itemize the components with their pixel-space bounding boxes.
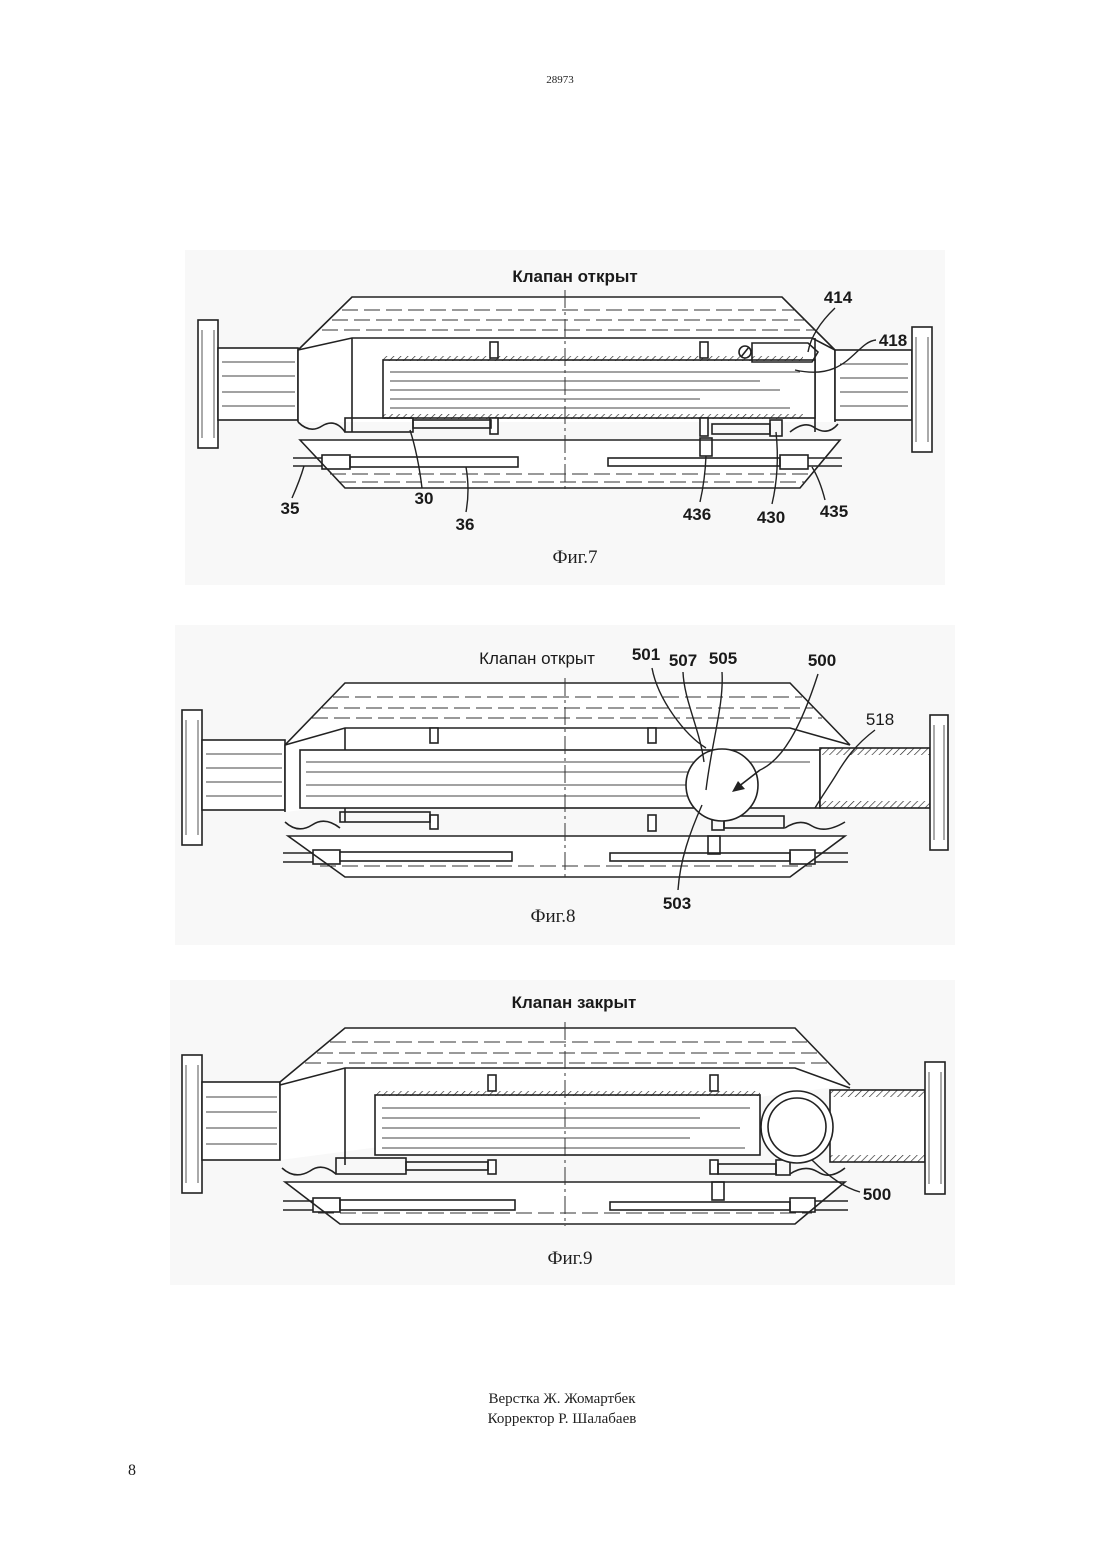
figure-9: Клапан закрыт	[170, 980, 955, 1285]
left-flange	[198, 320, 218, 448]
left-pipe	[202, 1082, 280, 1160]
pin-upper-right	[700, 342, 708, 358]
label-505: 505	[709, 649, 737, 668]
label-503: 503	[663, 894, 691, 913]
inner-tube-top-wall	[383, 356, 803, 361]
label-518: 518	[866, 710, 894, 729]
inner-tube	[375, 1095, 760, 1155]
figure-7: Клапан открыт	[185, 250, 945, 585]
pin-lower-left	[488, 1160, 496, 1174]
left-pipe	[202, 740, 285, 810]
pin-lower-left	[430, 815, 438, 829]
footer-credits: Верстка Ж. Жомартбек Корректор Р. Шалаба…	[362, 1389, 762, 1429]
proofreader-credit: Корректор Р. Шалабаев	[362, 1409, 762, 1429]
pin-upper-left	[430, 728, 438, 743]
inner-tube-top-wall	[375, 1091, 760, 1096]
inner-tube	[383, 360, 815, 418]
pin-upper-right	[648, 728, 656, 743]
label-436: 436	[683, 505, 711, 524]
right-pipe-bottom-wall	[820, 801, 930, 808]
figure-7-title: Клапан открыт	[512, 267, 637, 286]
figure-7-caption: Фиг.7	[515, 547, 635, 569]
pin-lower-right	[710, 1160, 718, 1174]
rod-right-section	[608, 458, 780, 466]
right-pipe	[820, 748, 930, 808]
label-418: 418	[879, 331, 907, 350]
figure-8-title: Клапан открыт	[479, 649, 595, 668]
layout-credit: Верстка Ж. Жомартбек	[362, 1389, 762, 1409]
pin-upper-left	[490, 342, 498, 358]
right-pipe-bottom-wall	[830, 1155, 925, 1162]
label-501: 501	[632, 645, 660, 664]
right-pipe-top-wall	[830, 1090, 925, 1097]
inner-tube-bottom-wall	[383, 414, 803, 419]
valve-ball-500	[686, 749, 758, 821]
label-430: 430	[757, 508, 785, 527]
label-435: 435	[820, 502, 848, 521]
left-flange	[182, 1055, 202, 1193]
pin-upper-right	[710, 1075, 718, 1091]
pin-lower-right	[648, 815, 656, 831]
right-flange	[930, 715, 948, 850]
pin-upper-left	[488, 1075, 496, 1091]
label-500: 500	[863, 1185, 891, 1204]
page-number: 8	[128, 1462, 136, 1480]
valve-ball-inner	[768, 1098, 826, 1156]
figure-9-title: Клапан закрыт	[512, 993, 637, 1012]
label-30: 30	[415, 489, 434, 508]
left-pipe	[218, 348, 298, 420]
label-35: 35	[281, 499, 300, 518]
right-pipe-top-wall	[820, 748, 930, 755]
right-flange	[912, 327, 932, 452]
rod-right-section	[610, 1202, 790, 1210]
label-414: 414	[824, 288, 853, 307]
label-36: 36	[456, 515, 475, 534]
figure-8-caption: Фиг.8	[493, 906, 613, 928]
rod-left-section	[340, 852, 512, 861]
right-pipe	[830, 1090, 925, 1162]
label-507: 507	[669, 651, 697, 670]
pin-lower-right	[700, 418, 708, 436]
right-flange	[925, 1062, 945, 1194]
label-500: 500	[808, 651, 836, 670]
left-flange	[182, 710, 202, 845]
figure-9-caption: Фиг.9	[510, 1248, 630, 1270]
figure-8: Клапан открыт	[175, 625, 955, 945]
